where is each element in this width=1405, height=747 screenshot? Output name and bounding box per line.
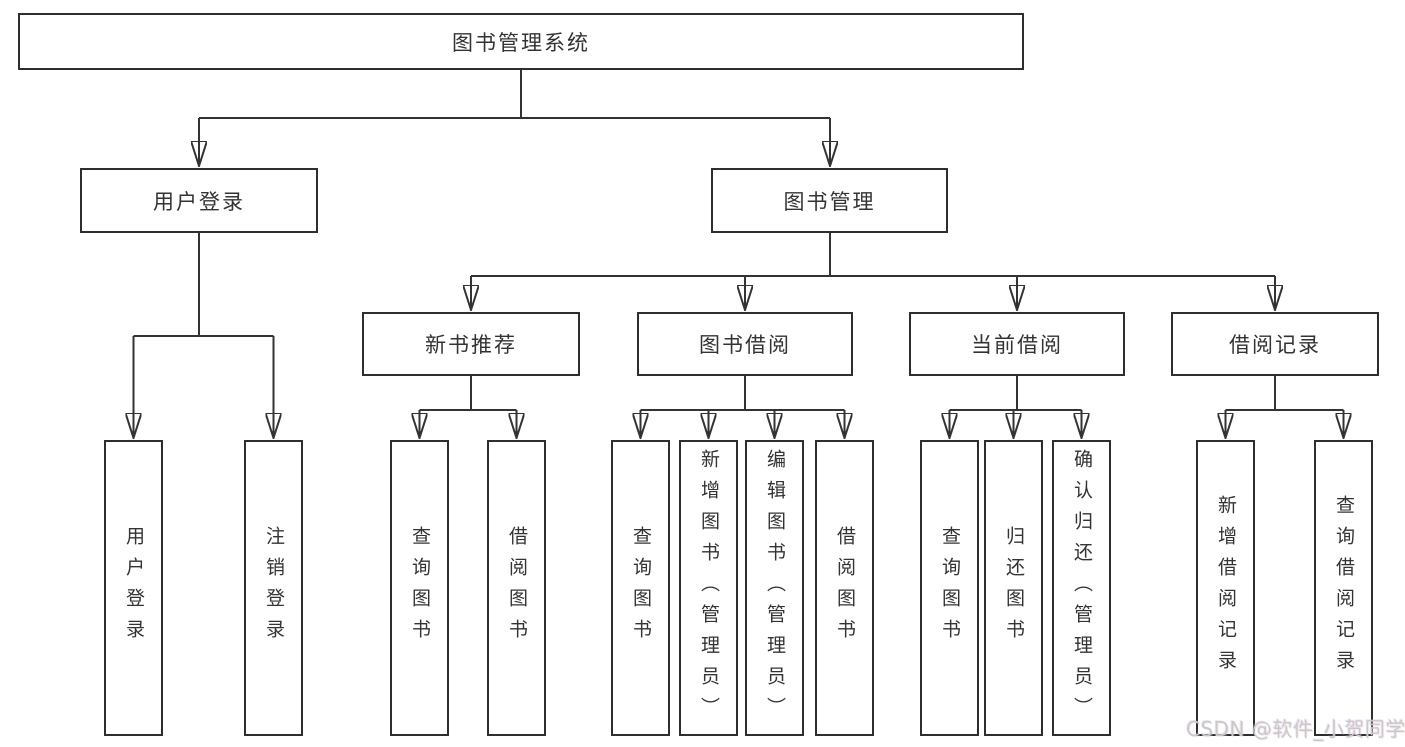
leaf-logout: 注销登录: [244, 440, 303, 736]
csdn-watermark: CSDN @软件_小贺同学: [1186, 717, 1405, 741]
node-current-borrow: 当前借阅: [909, 312, 1125, 376]
connector-book-management: [471, 233, 1275, 310]
node-root-label: 图书管理系统: [452, 30, 590, 55]
leaf-user-login-label: 用户登录: [123, 526, 145, 650]
node-current-borrow-label: 当前借阅: [971, 333, 1063, 357]
connector-borrow-records: [1226, 376, 1344, 438]
leaf-edit-books-admin: 编辑图书（管理员）: [745, 440, 804, 736]
leaf-edit-books-admin-label: 编辑图书（管理员）: [764, 448, 786, 728]
node-book-management-label: 图书管理: [783, 189, 876, 214]
leaf-confirm-return-admin-label: 确认归还（管理员）: [1071, 448, 1093, 728]
leaf-add-books-admin: 新增图书（管理员）: [679, 440, 738, 736]
node-user-login-label: 用户登录: [153, 189, 245, 214]
leaf-borrow-books-recommend-label: 借阅图书: [506, 526, 528, 650]
leaf-query-books-borrow-label: 查询图书: [630, 526, 652, 650]
connector-current-borrow: [950, 376, 1082, 438]
leaf-return-books: 归还图书: [984, 440, 1043, 736]
leaf-query-books-current-label: 查询图书: [939, 526, 961, 650]
node-book-borrow-label: 图书借阅: [699, 333, 791, 357]
leaf-borrow-books-label: 借阅图书: [834, 526, 856, 650]
node-root: 图书管理系统: [18, 13, 1024, 70]
leaf-query-books-borrow: 查询图书: [611, 440, 670, 736]
leaf-user-login: 用户登录: [104, 440, 163, 736]
leaf-query-books-current: 查询图书: [920, 440, 979, 736]
node-book-borrow: 图书借阅: [637, 312, 853, 376]
leaf-add-borrow-record-label: 新增借阅记录: [1215, 495, 1237, 681]
node-borrow-records-label: 借阅记录: [1229, 333, 1321, 357]
leaf-return-books-label: 归还图书: [1003, 526, 1025, 650]
node-book-management: 图书管理: [711, 168, 948, 233]
leaf-logout-label: 注销登录: [263, 526, 285, 650]
node-new-book-recommend: 新书推荐: [362, 312, 580, 376]
node-user-login: 用户登录: [80, 168, 318, 233]
leaf-confirm-return-admin: 确认归还（管理员）: [1052, 440, 1111, 736]
connector-new-book-recommend: [420, 376, 517, 438]
leaf-query-books-recommend-label: 查询图书: [409, 526, 431, 650]
leaf-query-borrow-record-label: 查询借阅记录: [1333, 495, 1355, 681]
leaf-add-books-admin-label: 新增图书（管理员）: [698, 448, 720, 728]
node-new-book-recommend-label: 新书推荐: [425, 333, 517, 357]
leaf-borrow-books-recommend: 借阅图书: [487, 440, 546, 736]
connector-book-borrow: [641, 376, 845, 438]
connector-user-login: [134, 233, 274, 438]
leaf-add-borrow-record: 新增借阅记录: [1196, 440, 1255, 736]
connector-root: [199, 70, 830, 166]
node-borrow-records: 借阅记录: [1171, 312, 1379, 376]
leaf-query-books-recommend: 查询图书: [390, 440, 449, 736]
leaf-query-borrow-record: 查询借阅记录: [1314, 440, 1373, 736]
leaf-borrow-books: 借阅图书: [815, 440, 874, 736]
